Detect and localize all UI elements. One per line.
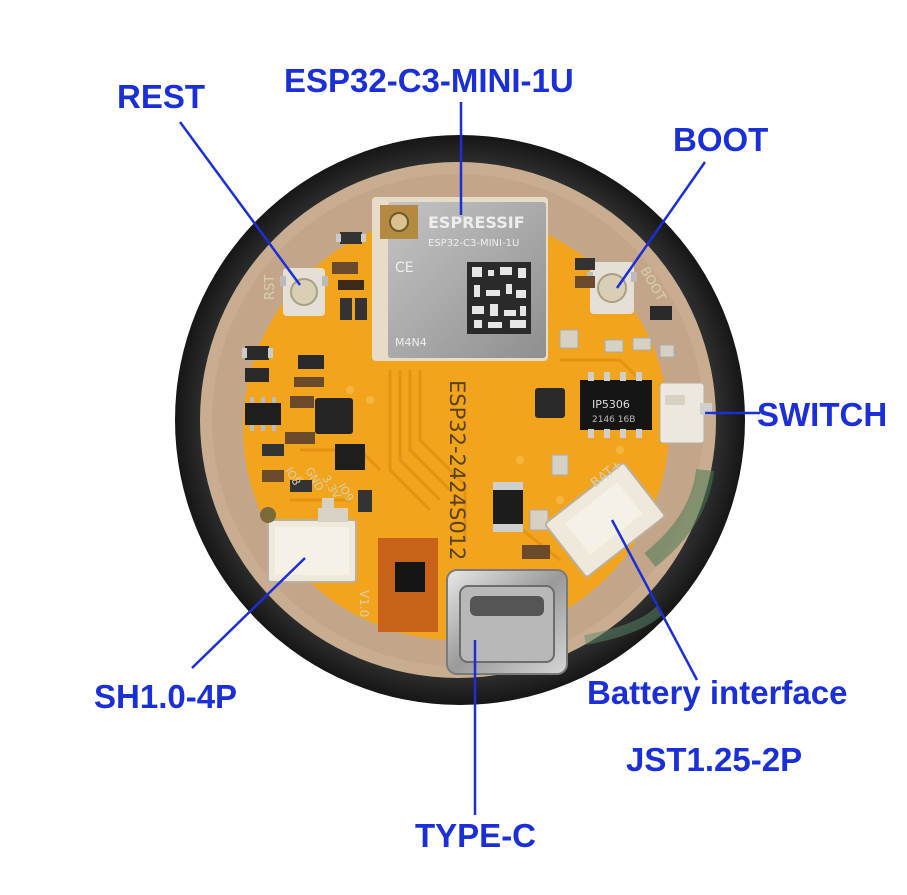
module-brand: ESPRESSIF	[428, 213, 525, 232]
sensor-chip	[378, 538, 438, 632]
version-silk: V1.0	[357, 590, 371, 617]
module-code: M4N4	[395, 336, 427, 349]
rst-button	[280, 268, 328, 316]
board-model-silk: ESP32-2424S012	[445, 380, 469, 560]
pointer-battery	[610, 519, 699, 681]
pointer-boot	[615, 161, 707, 289]
chip-code: 2146 16B	[592, 415, 635, 425]
label-switch: SWITCH	[757, 396, 888, 433]
chip-label: IP5306	[592, 398, 630, 411]
pointer-sh	[191, 557, 306, 669]
label-battery: Battery interface	[587, 674, 848, 711]
pointer-rest	[178, 121, 302, 286]
power-switch	[659, 382, 712, 444]
rst-silk: RST	[263, 275, 278, 300]
usb-c-port	[446, 569, 568, 675]
module-ce: CE	[395, 260, 414, 276]
label-module: ESP32-C3-MINI-1U	[284, 62, 574, 99]
module-name-silk: ESP32-C3-MINI-1U	[428, 238, 519, 249]
label-rest: REST	[117, 78, 206, 115]
label-typec: TYPE-C	[415, 817, 537, 854]
label-jst: JST1.25-2P	[626, 741, 803, 778]
sh-connector	[260, 507, 357, 583]
esp32-module	[372, 197, 548, 361]
pointer-lines	[178, 102, 760, 815]
label-boot: BOOT	[673, 121, 769, 158]
passive-components	[242, 232, 675, 559]
ic-components	[245, 372, 652, 532]
label-sh: SH1.0-4P	[94, 678, 238, 715]
